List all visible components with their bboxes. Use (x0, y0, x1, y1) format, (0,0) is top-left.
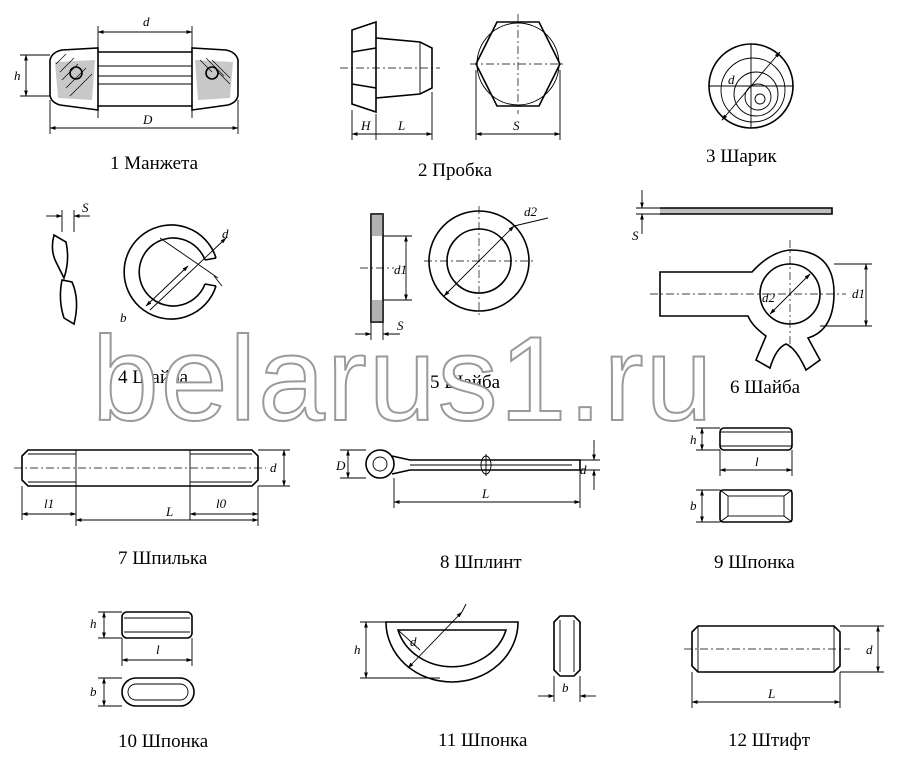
dim-4-b: b (120, 310, 127, 325)
dim-11-b: b (562, 680, 569, 695)
dim-5-S: S (397, 318, 404, 333)
watermark: belarus1.ru (91, 311, 715, 447)
caption-part-6: 6 Шайба (730, 377, 801, 398)
caption-part-8: 8 Шплинт (440, 552, 522, 573)
dim-9-l: l (755, 454, 759, 469)
dim-11-h: h (354, 642, 361, 657)
dim-4-S: S (82, 200, 89, 215)
dim-8-L: L (481, 486, 489, 501)
dim-10-b: b (90, 684, 97, 699)
caption-part-1: 1 Манжета (110, 153, 199, 174)
part-4-washer-drawing: S d b (46, 200, 229, 326)
dim-5-d1: d1 (394, 262, 407, 277)
dim-10-l: l (156, 642, 160, 657)
dim-7-l0: l0 (216, 496, 227, 511)
caption-part-2: 2 Пробка (418, 160, 493, 181)
dim-2-L: L (397, 118, 405, 133)
part-1-cuff-drawing: d h D (14, 14, 239, 134)
caption-part-7: 7 Шпилька (118, 548, 208, 569)
part-11-key-drawing: d h b (354, 603, 596, 702)
dim-12-L: L (767, 686, 775, 701)
part-8-cotter-pin-drawing: D d L (335, 440, 600, 508)
dim-7-d: d (270, 460, 277, 475)
dim-2-H: H (360, 118, 371, 133)
dim-12-d: d (866, 642, 873, 657)
caption-part-9: 9 Шпонка (714, 552, 795, 573)
dim-6-d2: d2 (762, 290, 776, 305)
caption-part-10: 10 Шпонка (118, 731, 209, 752)
part-10-key-drawing: h l b (90, 611, 195, 707)
part-7-stud-drawing: d l1 L l0 (14, 449, 290, 526)
dim-1-d: d (143, 14, 150, 29)
dim-9-b: b (690, 498, 697, 513)
dim-4-d: d (222, 226, 229, 241)
dim-7-l1: l1 (44, 496, 54, 511)
dim-9-h: h (690, 432, 697, 447)
dim-10-h: h (90, 616, 97, 631)
dim-3-d: d (728, 72, 735, 87)
dim-6-d1: d1 (852, 286, 865, 301)
dim-5-d2: d2 (524, 204, 538, 219)
part-2-plug-drawing: H L S (340, 14, 566, 140)
caption-part-3: 3 Шарик (706, 146, 777, 167)
caption-part-12: 12 Штифт (728, 730, 811, 751)
part-5-washer-drawing: d1 S d2 (355, 204, 549, 340)
dim-8-d: d (580, 462, 587, 477)
dim-11-d: d (410, 634, 417, 649)
dim-8-D: D (335, 458, 346, 473)
part-9-key-drawing: h l b (690, 427, 793, 523)
caption-part-11: 11 Шпонка (438, 730, 528, 751)
dim-7-L: L (165, 504, 173, 519)
dim-2-S: S (513, 118, 520, 133)
part-12-pin-drawing: d L (684, 625, 884, 708)
part-6-washer-drawing: S d2 d1 (632, 190, 872, 372)
caption-part-4: 4 Шайба (118, 367, 189, 388)
dim-6-S: S (632, 228, 639, 243)
dim-1-D: D (142, 112, 153, 127)
caption-part-5: 5 Шайба (430, 372, 501, 393)
part-3-ball-drawing: d (708, 43, 794, 129)
dim-1-h: h (14, 68, 21, 83)
